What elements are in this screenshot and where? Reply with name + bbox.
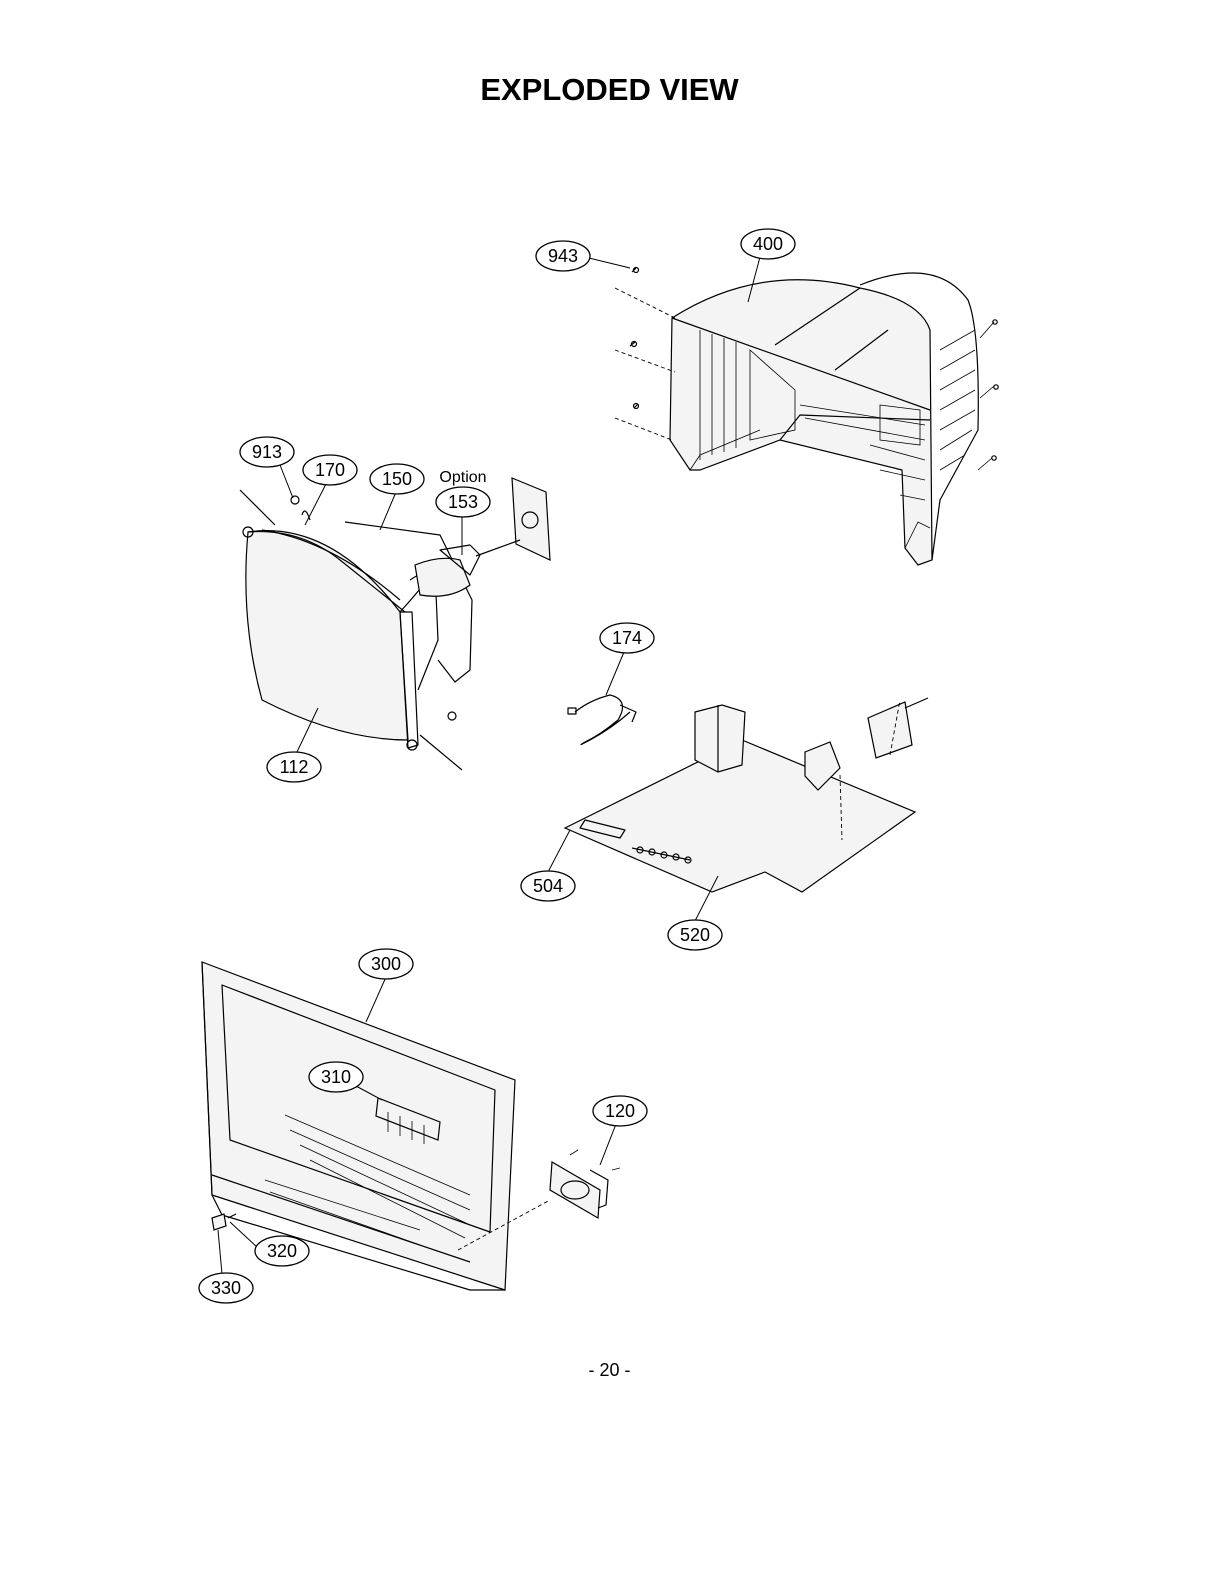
power-cord-part-174 [568, 695, 636, 745]
svg-text:150: 150 [382, 469, 412, 489]
svg-text:943: 943 [548, 246, 578, 266]
callout-112: 112 [267, 752, 321, 782]
svg-text:153: 153 [448, 492, 478, 512]
back-cover-part-400 [670, 273, 978, 565]
option-part-153 [476, 478, 550, 560]
callout-170: 170 [303, 455, 357, 485]
callout-330: 330 [199, 1273, 253, 1303]
callout-174: 174 [600, 623, 654, 653]
svg-text:170: 170 [315, 460, 345, 480]
svg-text:120: 120 [605, 1101, 635, 1121]
callout-310: 310 [309, 1062, 363, 1092]
svg-text:504: 504 [533, 876, 563, 896]
callout-300: 300 [359, 949, 413, 979]
knob-part-330 [212, 1214, 226, 1230]
svg-text:310: 310 [321, 1067, 351, 1087]
svg-text:174: 174 [612, 628, 642, 648]
svg-text:320: 320 [267, 1241, 297, 1261]
callout-943: 943 [536, 241, 590, 271]
page-number: - 20 - [0, 1360, 1219, 1381]
svg-text:520: 520 [680, 925, 710, 945]
option-label: Option [439, 469, 486, 486]
svg-text:300: 300 [371, 954, 401, 974]
callout-153: 153 [436, 487, 490, 517]
callout-120: 120 [593, 1096, 647, 1126]
callout-913: 913 [240, 437, 294, 467]
main-board-part-520 [565, 698, 928, 892]
callout-504: 504 [521, 871, 575, 901]
callout-400: 400 [741, 229, 795, 259]
svg-text:112: 112 [280, 757, 309, 777]
svg-text:913: 913 [252, 442, 282, 462]
callout-520: 520 [668, 920, 722, 950]
callout-320: 320 [255, 1236, 309, 1266]
picture-tube-part-112 [240, 490, 462, 770]
svg-text:330: 330 [211, 1278, 241, 1298]
callout-150: 150 [370, 464, 424, 494]
front-cabinet-part-300 [202, 962, 515, 1290]
svg-text:400: 400 [753, 234, 783, 254]
speaker-part-120 [550, 1150, 620, 1218]
